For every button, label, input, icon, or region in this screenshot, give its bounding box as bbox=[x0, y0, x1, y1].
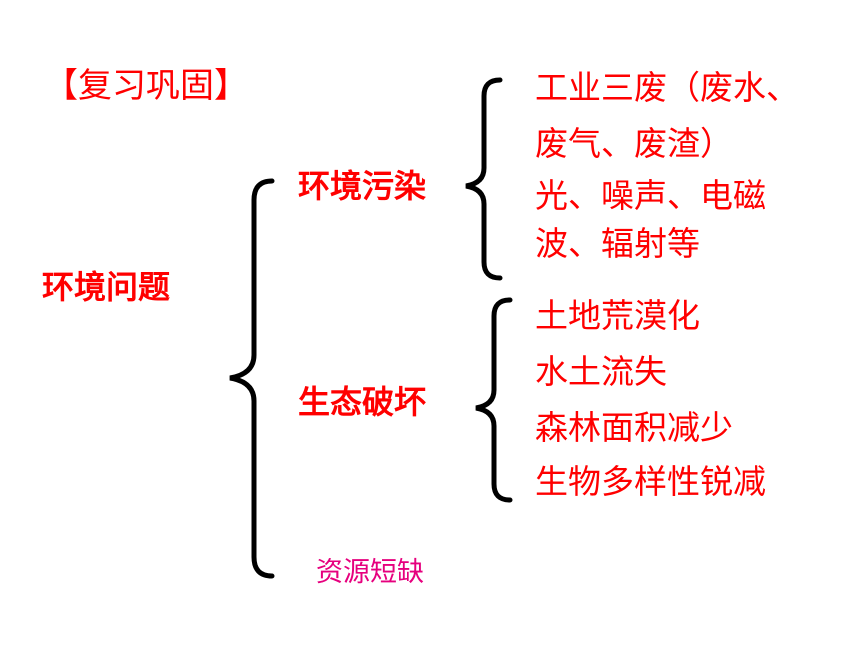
pollution-item: 废气、废渣） bbox=[535, 124, 733, 163]
pollution-item: 工业三废（废水、 bbox=[535, 68, 799, 107]
branch-ecology-damage: 生态破坏 bbox=[298, 383, 427, 421]
ecology-item: 水土流失 bbox=[535, 352, 667, 391]
pollution-brace bbox=[465, 77, 503, 281]
root-node-environment-problems: 环境问题 bbox=[42, 268, 171, 306]
ecology-item: 生物多样性锐减 bbox=[535, 462, 766, 501]
branch-resource-shortage: 资源短缺 bbox=[316, 557, 424, 588]
branch-pollution: 环境污染 bbox=[298, 167, 427, 205]
pollution-item: 光、噪声、电磁 bbox=[535, 176, 766, 215]
pollution-item: 波、辐射等 bbox=[535, 224, 700, 263]
ecology-item: 土地荒漠化 bbox=[535, 296, 700, 335]
review-title: 【复习巩固】 bbox=[44, 66, 248, 106]
main-brace bbox=[229, 178, 275, 579]
ecology-brace bbox=[475, 297, 513, 503]
ecology-item: 森林面积减少 bbox=[535, 408, 733, 447]
